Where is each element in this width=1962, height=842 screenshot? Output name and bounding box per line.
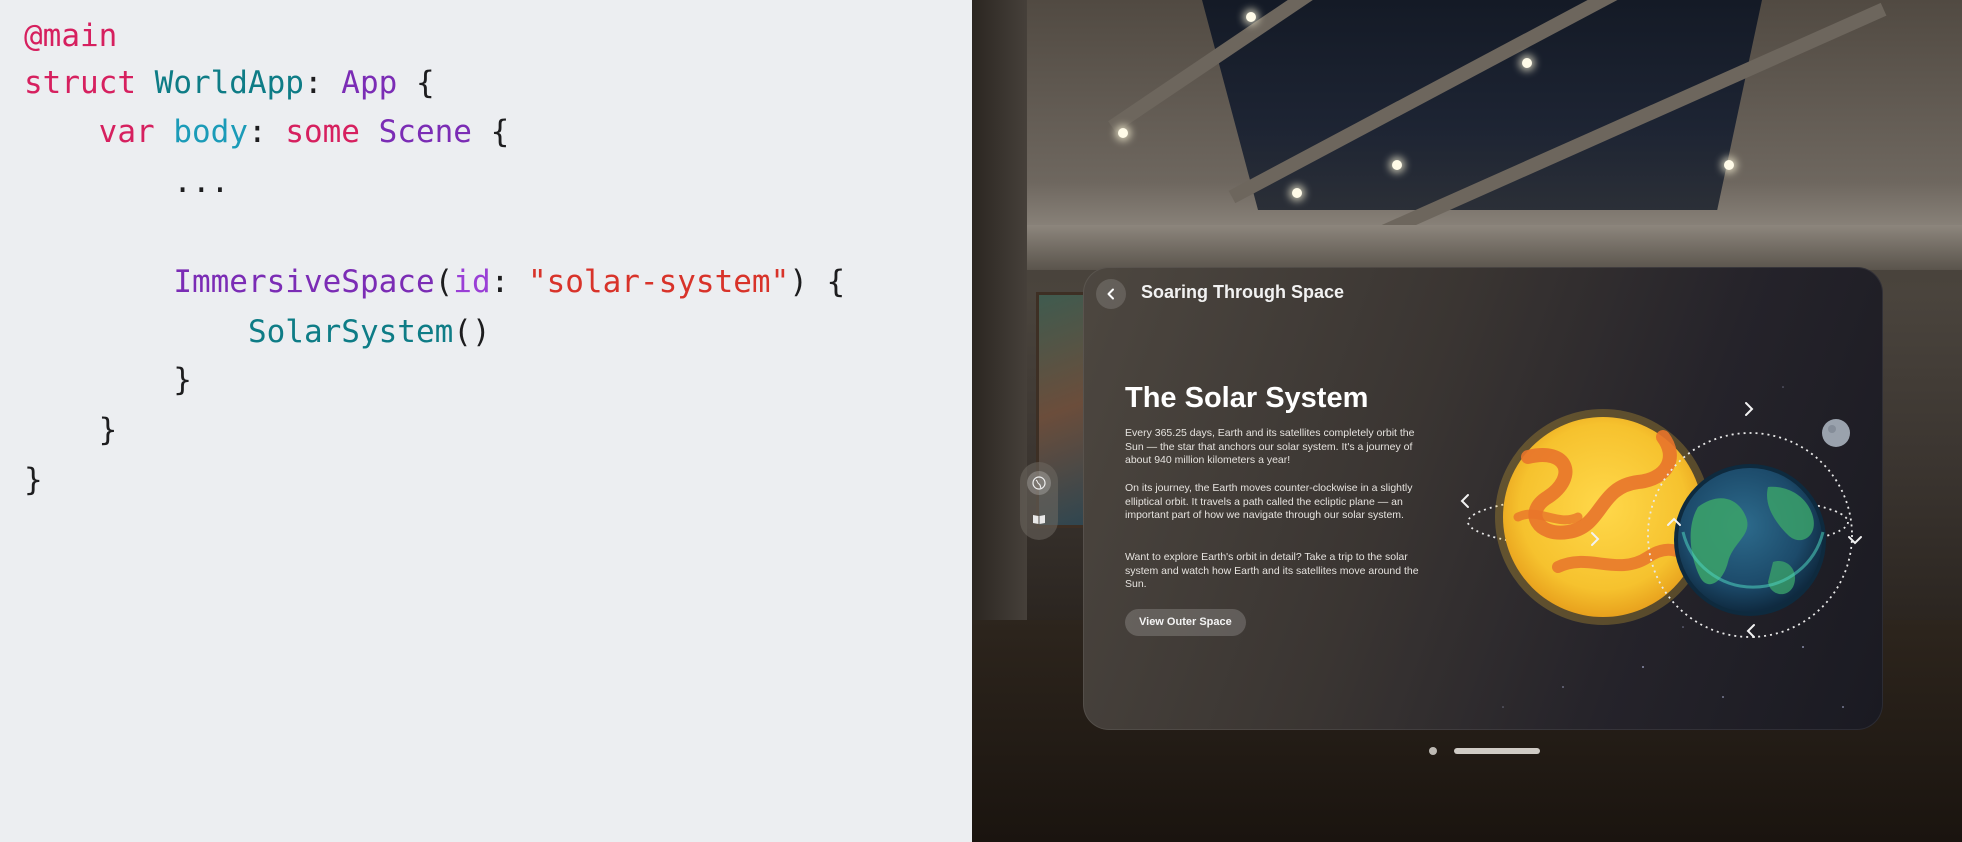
code-token: ... — [24, 164, 230, 200]
ceiling-light — [1292, 188, 1302, 198]
code-line: } — [24, 360, 192, 400]
code-token: Scene — [378, 114, 472, 150]
code-line: ... — [24, 162, 229, 202]
tab-library[interactable] — [1027, 507, 1051, 531]
code-token — [360, 114, 379, 150]
code-token — [155, 114, 174, 150]
chevron-left-icon — [1107, 288, 1114, 300]
body-paragraph: On its journey, the Earth moves counter-… — [1125, 482, 1413, 521]
code-token — [24, 114, 99, 150]
code-token: SolarSystem — [247, 314, 454, 350]
vision-pro-scene: Soaring Through Space The Solar System E… — [972, 0, 1962, 842]
code-token: ImmersiveSpace — [173, 264, 435, 300]
code-token: WorldApp — [154, 65, 304, 101]
code-token: } — [24, 362, 192, 398]
back-button[interactable] — [1096, 279, 1126, 309]
earth — [1674, 464, 1826, 616]
ceiling-light — [1392, 160, 1402, 170]
code-line: ImmersiveSpace(id: "solar-system") { — [24, 262, 845, 302]
ceiling-light — [1118, 128, 1128, 138]
code-token: } — [24, 462, 43, 498]
orbit-arrow-icon — [1591, 532, 1600, 546]
globe-icon — [1032, 476, 1046, 490]
code-token: some — [285, 114, 360, 150]
sun — [1495, 409, 1711, 625]
code-line: var body: some Scene { — [24, 112, 510, 152]
code-token — [136, 65, 155, 101]
code-token: App — [341, 65, 398, 101]
code-token — [24, 264, 173, 300]
moon — [1822, 419, 1850, 447]
window-grab-bar[interactable] — [1454, 748, 1540, 754]
code-token: : — [490, 264, 528, 300]
code-line: } — [24, 410, 118, 450]
code-token — [24, 314, 248, 350]
code-token: : — [247, 114, 286, 150]
code-token: var — [98, 114, 155, 150]
code-token: { — [471, 114, 510, 150]
code-line: @main — [24, 16, 117, 56]
ceiling-light — [1246, 12, 1256, 22]
code-line: SolarSystem() — [24, 312, 491, 352]
orbit-arrow-icon — [1667, 517, 1681, 526]
solar-system-illustration — [1460, 402, 1862, 638]
orbit-arrow-icon — [1746, 624, 1755, 638]
code-token: { — [397, 65, 435, 101]
code-line: struct WorldApp: App { — [24, 63, 435, 103]
body-paragraph: Every 365.25 days, Earth and its satelli… — [1125, 427, 1415, 466]
tab-ornament — [1020, 462, 1058, 540]
code-token: @main — [24, 18, 118, 54]
orbit-arrow-icon — [1460, 494, 1469, 508]
code-token: ( — [434, 264, 454, 300]
book-icon — [1033, 515, 1045, 524]
orbit-arrow-icon — [1848, 536, 1862, 545]
code-token: body — [173, 114, 248, 150]
starfield — [1502, 386, 1844, 708]
section-heading: The Solar System — [1125, 382, 1369, 414]
body-paragraph: Want to explore Earth's orbit in detail?… — [1125, 551, 1419, 590]
code-token: id — [453, 264, 491, 300]
code-token: () — [453, 314, 491, 350]
code-token: struct — [24, 65, 136, 101]
code-line: } — [24, 460, 43, 500]
code-token: : — [303, 65, 342, 101]
code-token: } — [24, 412, 118, 448]
app-window: Soaring Through Space The Solar System E… — [1083, 267, 1883, 730]
code-token: ) { — [789, 264, 846, 300]
ceiling-light — [1522, 58, 1532, 68]
ceiling-light — [1724, 160, 1734, 170]
code-token: "solar-system" — [527, 264, 790, 300]
wall-band — [972, 225, 1962, 270]
view-outer-space-button[interactable]: View Outer Space — [1125, 609, 1246, 636]
window-title: Soaring Through Space — [1141, 282, 1345, 302]
window-close-dot[interactable] — [1429, 747, 1437, 755]
tab-explore[interactable] — [1027, 471, 1051, 495]
code-editor-pane: @main struct WorldApp: App { var body: so… — [0, 0, 972, 842]
orbit-arrow-icon — [1745, 402, 1754, 416]
